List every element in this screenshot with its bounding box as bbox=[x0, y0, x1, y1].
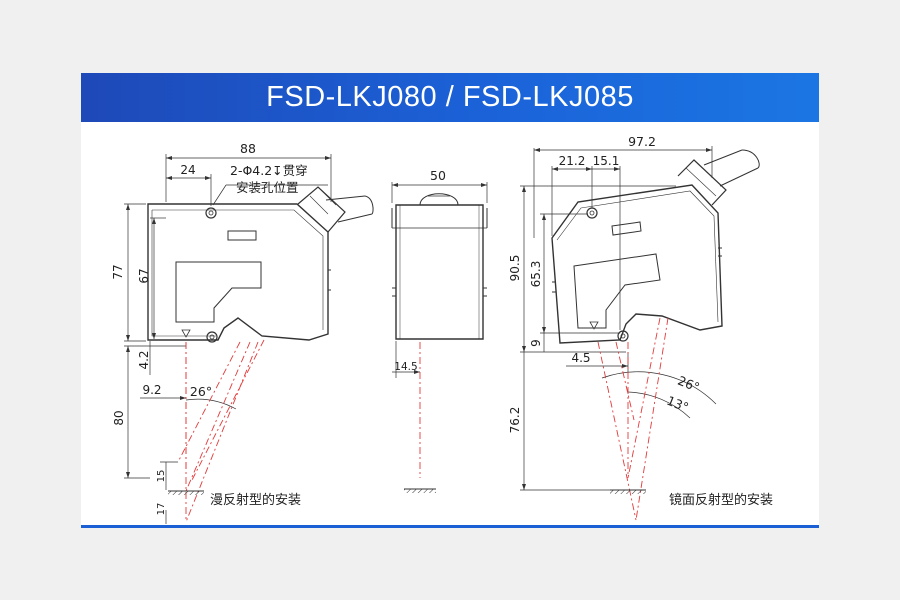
right-sensor-body bbox=[551, 184, 723, 344]
drawing-sheet bbox=[81, 73, 819, 527]
sheet-bottom-edge bbox=[81, 525, 819, 528]
left-dim-80-label: 80 bbox=[112, 410, 126, 425]
middle-dim-14-5-label: 14.5 bbox=[394, 361, 417, 373]
middle-sensor-body bbox=[395, 204, 484, 340]
right-dim-76-2-label: 76.2 bbox=[508, 407, 522, 434]
right-caption: 镜面反射型的安装 bbox=[669, 492, 773, 508]
right-mount-hole-top bbox=[586, 207, 598, 219]
left-mount-hole-bottom bbox=[206, 331, 218, 343]
left-mount-hole-top bbox=[205, 207, 217, 219]
left-sensor-body bbox=[147, 203, 329, 341]
right-dim-4-5-label: 4.5 bbox=[571, 351, 590, 365]
left-optical-axis-marker bbox=[181, 329, 191, 338]
right-dim-9-label: 9 bbox=[529, 339, 543, 347]
right-ground-target bbox=[610, 489, 646, 494]
middle-ground-target bbox=[404, 488, 436, 493]
right-angle-26-label: 26° bbox=[676, 373, 702, 395]
right-lens-window bbox=[573, 253, 661, 329]
right-indicator-window bbox=[611, 221, 642, 236]
left-indicator-window bbox=[227, 230, 257, 241]
right-dim-65-3-label: 65.3 bbox=[529, 261, 543, 288]
right-dim-21-2-label: 21.2 bbox=[559, 154, 586, 168]
right-dim-90-5-label: 90.5 bbox=[508, 255, 522, 282]
middle-width-label: 50 bbox=[430, 168, 446, 183]
left-lens-window bbox=[175, 261, 262, 323]
left-height-total-label: 77 bbox=[111, 264, 125, 279]
right-width-label: 97.2 bbox=[628, 134, 656, 149]
left-dim-15-label: 15 bbox=[156, 470, 167, 483]
title-banner: FSD-LKJ080 / FSD-LKJ085 bbox=[81, 73, 819, 122]
left-caption: 漫反射型的安装 bbox=[210, 492, 301, 508]
left-dim-17-label: 17 bbox=[156, 503, 167, 516]
left-dim-4-2-label: 4.2 bbox=[137, 350, 151, 369]
left-offset-label: 24 bbox=[180, 163, 195, 177]
left-dim-9-2-label: 9.2 bbox=[142, 383, 161, 397]
right-view bbox=[520, 146, 760, 491]
page-title: FSD-LKJ080 / FSD-LKJ085 bbox=[266, 81, 634, 113]
middle-view bbox=[391, 182, 488, 378]
right-optical-axis-marker bbox=[589, 321, 599, 330]
left-hole-note-line1: 2-Φ4.2↧贯穿 bbox=[230, 163, 308, 178]
left-view bbox=[124, 154, 374, 524]
left-hole-note-line2: 安装孔位置 bbox=[236, 180, 299, 195]
right-cable-connector bbox=[677, 159, 727, 206]
left-height-body-label: 67 bbox=[137, 268, 151, 283]
right-mount-hole-bottom bbox=[617, 330, 629, 342]
left-angle-label: 26° bbox=[190, 384, 212, 399]
left-width-label: 88 bbox=[240, 141, 256, 156]
left-ground-target bbox=[168, 490, 204, 495]
right-angle-13-label: 13° bbox=[665, 393, 691, 415]
right-dim-15-1-label: 15.1 bbox=[593, 154, 620, 168]
middle-connector bbox=[419, 193, 459, 206]
